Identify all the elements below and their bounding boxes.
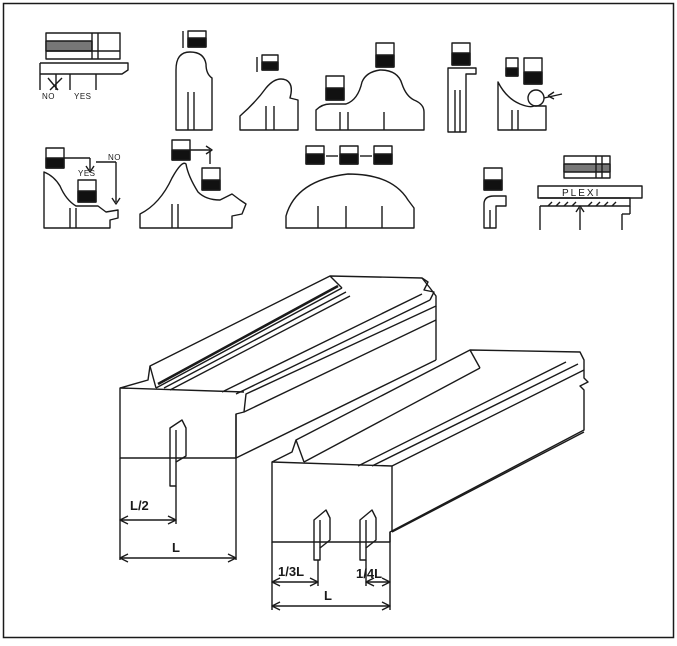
fig-hook-profile [239, 54, 299, 131]
label-no-mid: NO [108, 153, 121, 162]
support-foot-right-2 [359, 509, 377, 561]
label-quarter-l: 1/4L [356, 566, 382, 581]
beam-right [271, 349, 589, 543]
support-foot-left [169, 419, 187, 487]
label-half-l: L/2 [130, 498, 149, 513]
support-foot-right-1 [313, 509, 331, 561]
dim-left [119, 458, 237, 563]
dim-right [271, 542, 391, 611]
fig-arch-three-pads [285, 145, 415, 229]
beam-left [119, 275, 437, 459]
label-plexi: PLEXI [562, 188, 600, 199]
fig-moulding-two-pads [315, 42, 425, 131]
fig-plexi-panel [537, 155, 643, 230]
label-no-left: NO [42, 92, 55, 101]
fig-roller-profile [497, 57, 563, 131]
label-yes-left: YES [74, 92, 92, 101]
fig-pad-yes-no [39, 32, 129, 91]
fig-rounded-post [175, 30, 213, 131]
fig-yes-no-pads [43, 147, 121, 229]
label-l-left: L [172, 540, 180, 555]
fig-swoop-pads [139, 139, 247, 229]
label-third-l: 1/3L [278, 564, 304, 579]
label-l-right: L [324, 588, 332, 603]
fig-narrow-post [447, 42, 477, 133]
label-yes-mid: YES [78, 169, 96, 178]
fig-small-post [483, 167, 507, 229]
